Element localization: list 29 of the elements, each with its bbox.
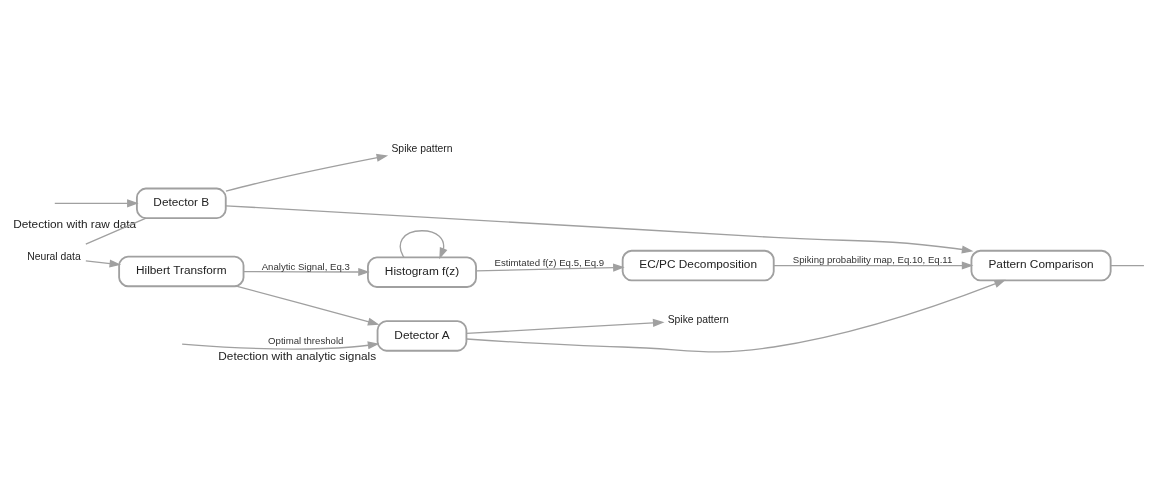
arrow (54, 198, 139, 207)
arrow (465, 279, 1006, 352)
arrow (399, 229, 448, 259)
node-box: Histogram f(z) (367, 256, 477, 288)
node-box: Pattern Comparison (970, 249, 1112, 281)
arrow (236, 285, 380, 326)
node-box: Detector A (376, 319, 468, 352)
edge-label: Spiking probability map, Eq.10, Eq.11 (792, 253, 953, 265)
edge-label: Analytic Signal, Eq.3 (261, 260, 350, 272)
arrow (243, 267, 370, 276)
edge-label: Optimal threshold (268, 334, 344, 346)
arrow (225, 204, 974, 253)
connector (85, 217, 147, 245)
arrow (773, 261, 974, 270)
connector (1110, 264, 1145, 266)
arrow (85, 259, 122, 268)
node-text: Spike pattern (667, 313, 729, 325)
node-text: Spike pattern (391, 142, 453, 154)
node-box: EC/PC Decomposition (621, 249, 775, 281)
arrow (181, 340, 380, 350)
node-label: Detection with raw data (13, 216, 137, 231)
node-label: Detection with analytic signals (218, 348, 377, 363)
node-box: Hilbert Transform (118, 255, 245, 287)
arrow (465, 318, 665, 334)
edge-label: Estimtated f(z) Eq.5, Eq.9 (494, 256, 605, 268)
node-box: Detector B (135, 187, 227, 219)
node-text: Neural data (27, 250, 81, 262)
arrow (475, 263, 625, 272)
arrow (225, 153, 389, 192)
